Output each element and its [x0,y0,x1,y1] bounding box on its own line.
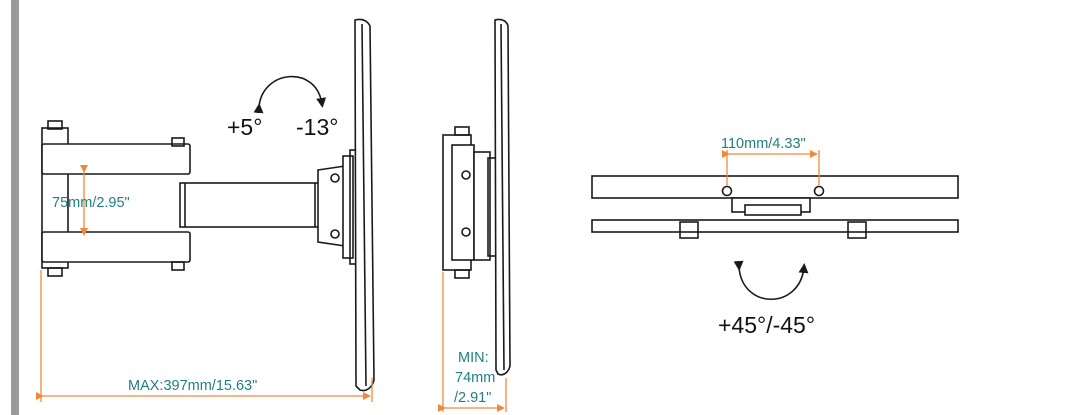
top-wall-plate [591,175,959,199]
vesa-height-label: 75mm/2.95" [52,195,130,211]
min-label-line2: 74mm [455,370,495,386]
swivel-label: +45°/-45° [718,312,815,338]
upper-bracket [41,143,191,175]
top-tv-panel [591,219,959,233]
vesa-width-label: 110mm/4.33" [721,136,806,152]
tv-bracket [342,155,354,259]
top-view [591,175,959,239]
min-label-line3: /2.91" [454,390,491,406]
max-extension-label: MAX:397mm/15.63" [128,378,257,394]
left-page-rule [11,0,19,415]
swivel-arc-arrow [733,260,809,300]
side-view-extended [41,18,375,392]
min-label-line1: MIN: [458,350,489,366]
tilt-arc-arrow [253,75,327,114]
lower-bracket [41,231,191,263]
tilt-down-label: -13° [296,114,338,140]
side-view-collapsed [442,18,511,376]
main-arm [179,182,321,228]
tilt-up-label: +5° [227,114,262,140]
